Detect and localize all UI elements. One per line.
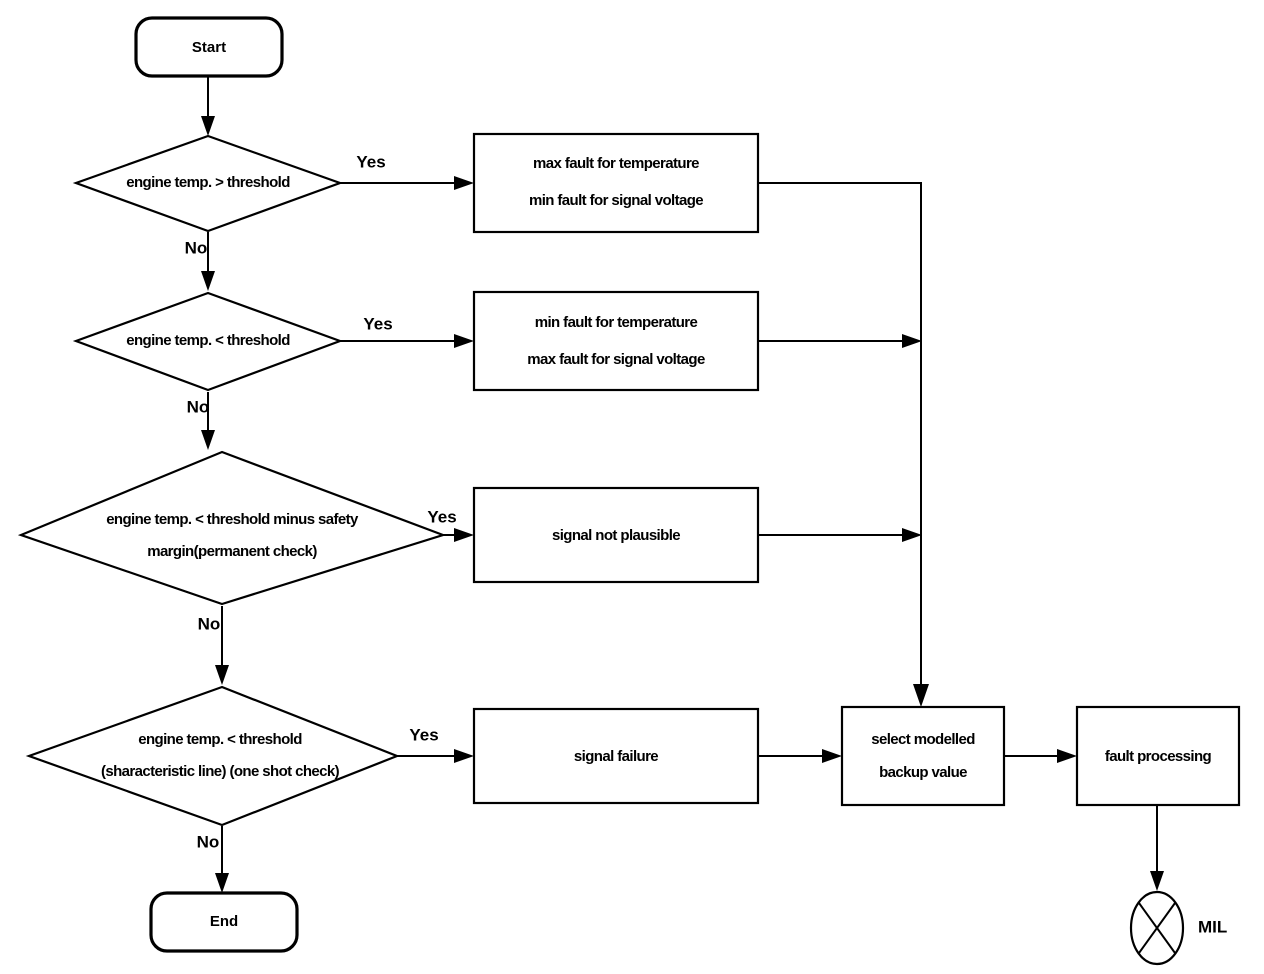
edge-label-yes-2: Yes [363, 314, 392, 333]
edge-process4-to-process5 [758, 749, 842, 763]
node-start-label: Start [192, 39, 226, 56]
edge-decision1-no-to-decision2 [201, 232, 215, 291]
node-mil-indicator[interactable] [1129, 890, 1185, 966]
edge-label-no-2: No [187, 397, 210, 416]
mil-label: MIL [1198, 917, 1227, 936]
edge-decision2-no-to-decision3 [201, 392, 215, 450]
node-decision-engine-temp-less-threshold-characteristic-line[interactable]: engine temp. < threshold (sharacteristic… [25, 685, 400, 827]
edge-process1-to-bus [758, 182, 929, 707]
node-process5-label-line2: backup value [879, 764, 967, 781]
node-process2-label-line2: max fault for signal voltage [527, 351, 705, 368]
edge-decision2-yes-to-process2 [340, 334, 474, 348]
node-start[interactable]: Start [134, 16, 284, 78]
node-end[interactable]: End [149, 891, 299, 953]
edge-decision3-no-to-decision4 [215, 606, 229, 685]
node-process6-label: fault processing [1105, 748, 1212, 765]
node-decision1-label: engine temp. > threshold [126, 174, 290, 191]
node-decision3-label-line1: engine temp. < threshold minus safety [106, 511, 359, 528]
edge-decision4-no-to-end [215, 826, 229, 893]
edge-process6-to-mil [1150, 806, 1164, 891]
edge-label-no-3: No [198, 614, 221, 633]
edge-label-no-4: No [197, 832, 220, 851]
node-decision3-label-line2: margin(permanent check) [147, 543, 317, 560]
node-process1-label-line2: min fault for signal voltage [529, 192, 703, 209]
node-process4-label: signal failure [574, 748, 658, 765]
node-process-signal-not-plausible[interactable]: signal not plausible [472, 486, 760, 584]
node-end-label: End [210, 913, 238, 930]
node-process2-label-line1: min fault for temperature [535, 314, 698, 331]
node-process1-label-line1: max fault for temperature [533, 155, 699, 172]
edge-process5-to-process6 [1004, 749, 1077, 763]
edge-label-no-1: No [185, 238, 208, 257]
node-decision-engine-temp-less-threshold[interactable]: engine temp. < threshold [72, 291, 344, 392]
edge-start-to-decision1 [201, 76, 215, 136]
edge-label-yes-3: Yes [427, 507, 456, 526]
node-decision2-label: engine temp. < threshold [126, 332, 290, 349]
edge-label-yes-4: Yes [409, 725, 438, 744]
node-process-signal-failure[interactable]: signal failure [472, 707, 760, 805]
node-process-max-fault-temperature[interactable]: max fault for temperature min fault for … [472, 132, 760, 234]
node-process5-label-line1: select modelled [871, 731, 975, 748]
node-process-fault-processing[interactable]: fault processing [1075, 705, 1241, 807]
edge-decision4-yes-to-process4 [395, 749, 474, 763]
edge-decision1-yes-to-process1 [340, 176, 474, 190]
node-process3-label: signal not plausible [552, 527, 680, 544]
edge-label-yes-1: Yes [356, 152, 385, 171]
edge-process3-to-bus [758, 528, 922, 542]
node-decision-engine-temp-less-threshold-minus-safety-margin[interactable]: engine temp. < threshold minus safety ma… [17, 450, 447, 606]
node-process-min-fault-temperature[interactable]: min fault for temperature max fault for … [472, 290, 760, 392]
node-decision-engine-temp-greater-threshold[interactable]: engine temp. > threshold [72, 134, 344, 233]
node-decision4-label-line2: (sharacteristic line) (one shot check) [101, 763, 340, 780]
node-decision4-label-line1: engine temp. < threshold [138, 731, 302, 748]
node-process-select-modelled-backup-value[interactable]: select modelled backup value [840, 705, 1006, 807]
edge-process2-to-bus [758, 334, 922, 348]
